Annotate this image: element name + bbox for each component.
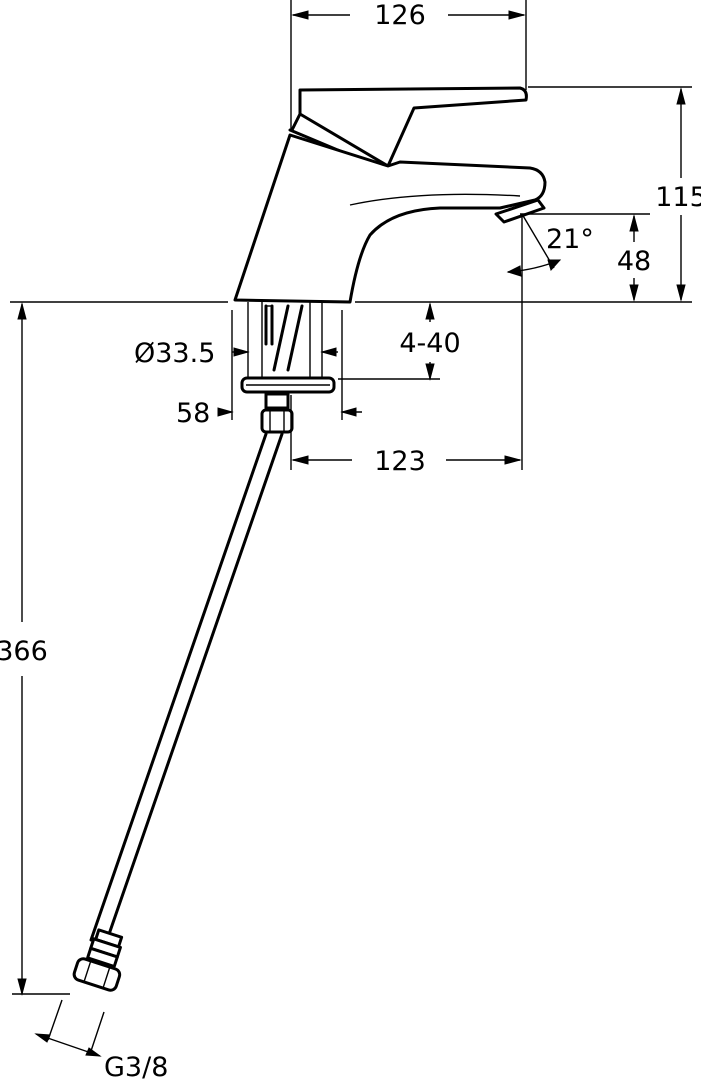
dim-width-top: 126 bbox=[374, 0, 426, 31]
dim-spout-reach: 123 bbox=[374, 446, 426, 477]
dim-base-width: 58 bbox=[176, 398, 210, 429]
mounting-stem bbox=[247, 302, 323, 380]
dimension-lines bbox=[10, 0, 692, 1057]
fixing-plate bbox=[240, 376, 336, 394]
dim-hose-length: 366 bbox=[0, 636, 48, 667]
dim-diameter: Ø33.5 bbox=[134, 338, 215, 369]
fixing-nut bbox=[260, 392, 294, 434]
dim-spout-height: 48 bbox=[617, 246, 651, 277]
dim-thickness-range: 4-40 bbox=[399, 328, 460, 359]
tap-body bbox=[233, 86, 547, 304]
hose-end-fitting bbox=[72, 928, 124, 992]
dim-height-total: 115 bbox=[655, 182, 701, 213]
dim-angle: 21° bbox=[546, 224, 594, 255]
flexible-hose bbox=[89, 432, 284, 942]
dim-thread: G3/8 bbox=[104, 1052, 168, 1080]
